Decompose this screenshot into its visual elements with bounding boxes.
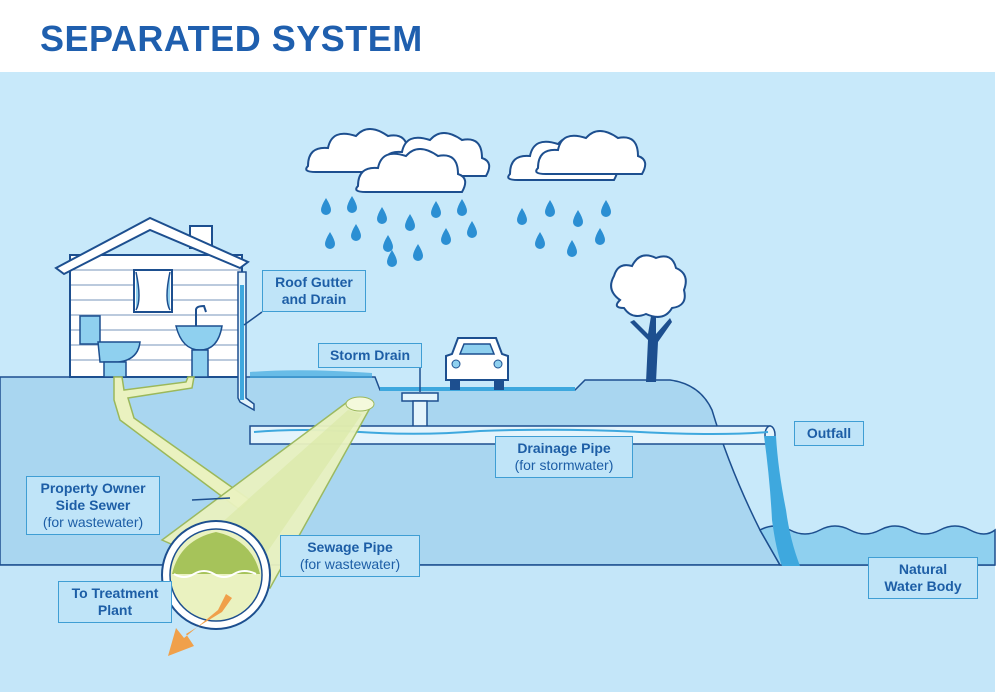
label-roof-gutter: Roof Gutter and Drain	[262, 270, 366, 312]
house-icon	[54, 216, 250, 378]
outfall-stream	[764, 436, 800, 566]
label-line: Side Sewer	[55, 497, 131, 513]
label-leaders	[191, 311, 421, 501]
sewage-pipe	[160, 396, 375, 630]
label-line: Sewage Pipe	[307, 539, 393, 555]
label-drainage-pipe: Drainage Pipe (for stormwater)	[495, 436, 633, 478]
label-storm-drain: Storm Drain	[318, 343, 422, 368]
label-line: To Treatment	[71, 585, 159, 601]
label-line: Drainage Pipe	[517, 440, 611, 456]
label-outfall: Outfall	[794, 421, 864, 446]
car-icon	[445, 337, 509, 390]
page-title: SEPARATED SYSTEM	[40, 18, 423, 59]
label-line: and Drain	[281, 291, 347, 307]
label-line: (for wastewater)	[299, 556, 401, 572]
label-line: Outfall	[806, 425, 852, 441]
label-line: Roof Gutter	[275, 274, 353, 290]
label-treatment-plant: To Treatment Plant	[58, 581, 172, 623]
label-line: Natural	[898, 561, 948, 577]
storm-drain	[401, 392, 439, 432]
tree-icon	[610, 254, 687, 382]
label-line: Water Body	[884, 578, 962, 594]
treatment-arrow-icon	[168, 594, 232, 656]
sink-icon	[175, 304, 223, 378]
property-owner-side-sewer	[113, 376, 252, 511]
label-sewage-pipe: Sewage Pipe (for wastewater)	[280, 535, 420, 577]
label-property-owner-sewer: Property Owner Side Sewer (for wastewate…	[26, 476, 160, 535]
label-line: Storm Drain	[329, 347, 411, 363]
label-line: (for wastewater)	[42, 514, 144, 530]
label-line: (for stormwater)	[514, 457, 614, 473]
toilet-icon	[79, 315, 141, 378]
label-line: Property Owner	[40, 480, 146, 496]
label-water-body: Natural Water Body	[868, 557, 978, 599]
natural-water-body	[758, 525, 996, 566]
label-line: Plant	[97, 602, 133, 618]
